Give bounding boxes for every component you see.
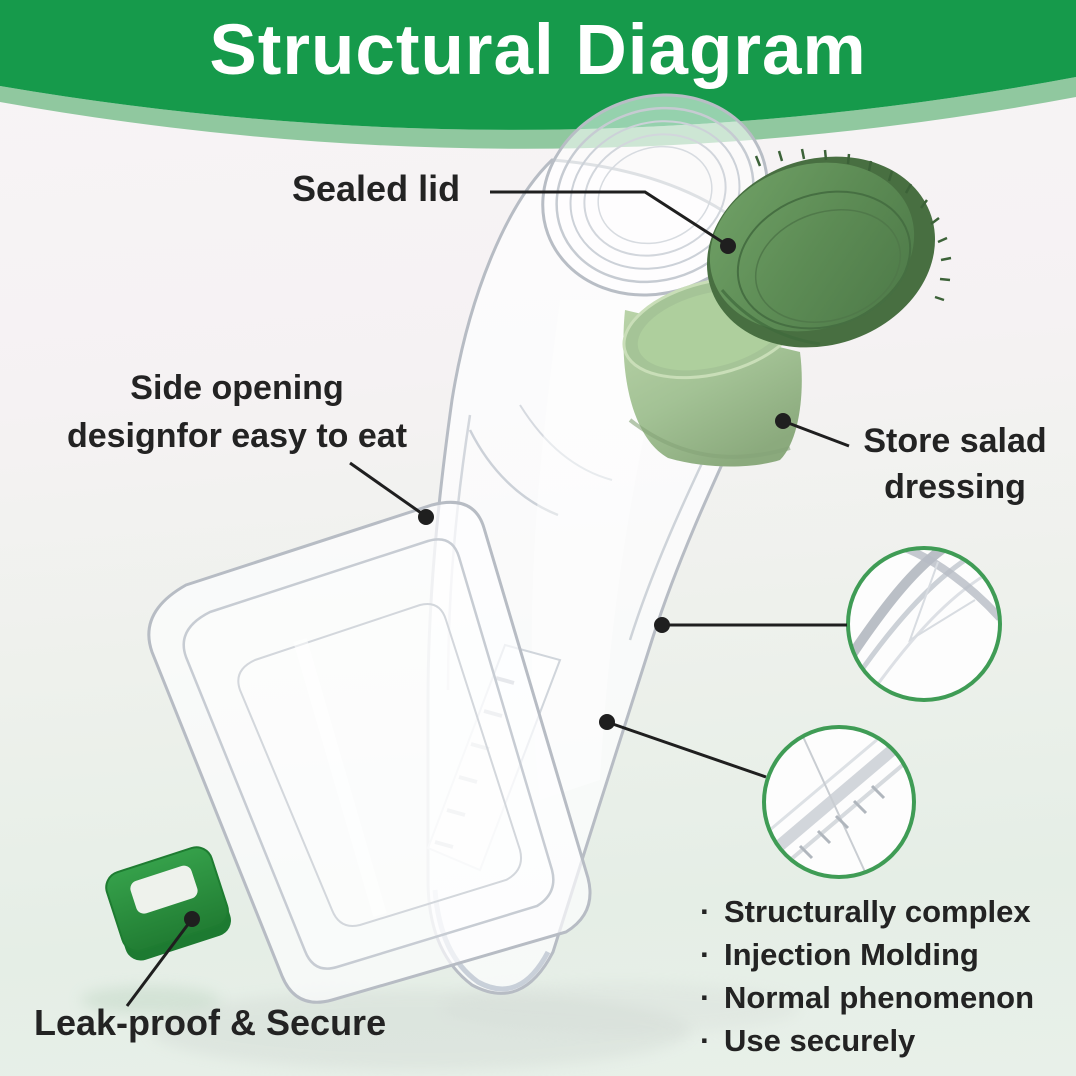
dressing-cup	[622, 276, 802, 467]
lid-knurling	[754, 148, 952, 302]
label-store-dressing: Store salad dressing	[830, 418, 1076, 510]
sealed-lid-cap	[706, 148, 952, 348]
banner-arc	[0, 0, 1076, 130]
bullet-dot: ·	[700, 894, 711, 929]
label-side-opening: Side opening designfor easy to eat	[8, 364, 466, 460]
note-item: · Injection Molding	[700, 933, 1034, 976]
notes-list: · Structurally complex · Injection Molding…	[700, 890, 1034, 1062]
bullet-dot: ·	[700, 980, 711, 1015]
leakproof-latch	[105, 846, 231, 961]
banner-shadow-band	[0, 77, 1076, 149]
label-store-dressing-line1: Store salad	[863, 422, 1047, 460]
label-sealed-lid: Sealed lid	[292, 168, 461, 209]
bullet-dot: ·	[700, 1023, 711, 1058]
note-text: Normal phenomenon	[724, 980, 1035, 1015]
magnifier-corner-closeup	[846, 546, 1002, 702]
leader-dots	[184, 238, 791, 927]
page-title: Structural Diagram	[209, 11, 867, 90]
side-opening-door	[147, 500, 592, 1004]
note-item: · Use securely	[700, 1019, 1034, 1062]
floor-reflection	[80, 982, 800, 1070]
note-text: Use securely	[724, 1023, 916, 1058]
magnifier-graduation-closeup	[762, 725, 916, 879]
bullet-dot: ·	[700, 937, 711, 972]
note-text: Structurally complex	[724, 894, 1031, 929]
note-text: Injection Molding	[724, 937, 979, 972]
label-leak-proof: Leak-proof & Secure	[34, 1002, 387, 1043]
label-side-opening-line1: Side opening	[130, 369, 344, 407]
leader-lines	[125, 190, 850, 1007]
note-item: · Normal phenomenon	[700, 976, 1034, 1019]
label-store-dressing-line2: dressing	[884, 468, 1026, 506]
note-item: · Structurally complex	[700, 890, 1034, 933]
label-side-opening-line2: designfor easy to eat	[66, 417, 408, 455]
